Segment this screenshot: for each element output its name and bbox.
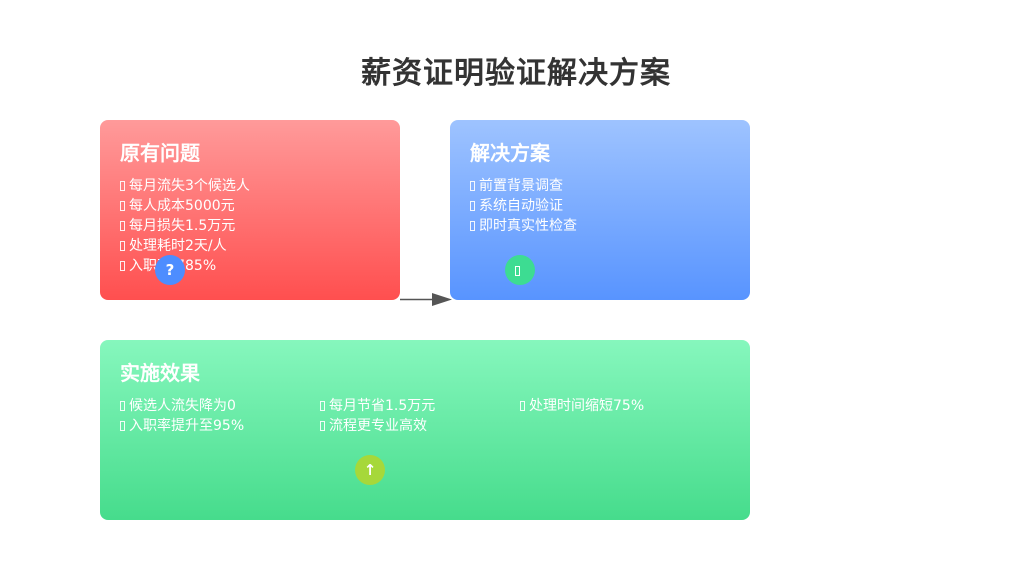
flow-arrow-icon xyxy=(400,293,452,306)
list-item-text: 前置背景调查 xyxy=(479,178,563,194)
list-item-text: 流程更专业高效 xyxy=(329,418,427,434)
list-item: 每月损失1.5万元 xyxy=(120,216,380,236)
effect-title: 实施效果 xyxy=(120,361,200,385)
list-item: 每月流失3个候选人 xyxy=(120,176,380,196)
bullet-icon xyxy=(470,201,475,211)
list-item-text: 每月损失1.5万元 xyxy=(129,218,236,234)
bullet-icon xyxy=(120,261,125,271)
problem-card: 原有问题 每月流失3个候选人 每人成本5000元 每月损失1.5万元 处理耗时2… xyxy=(100,120,400,300)
check-glyph-icon xyxy=(514,266,520,276)
bullet-icon xyxy=(120,221,125,231)
bullet-icon xyxy=(470,221,475,231)
list-item: 每人成本5000元 xyxy=(120,196,380,216)
effect-list: 候选人流失降为0 每月节省1.5万元 处理时间缩短75% 入职率提升至95% 流… xyxy=(120,396,730,436)
bullet-icon xyxy=(520,401,525,411)
list-item: 候选人流失降为0 xyxy=(120,396,320,416)
list-item-text: 处理时间缩短75% xyxy=(529,398,645,414)
list-item-text: 每月流失3个候选人 xyxy=(129,178,250,194)
bullet-icon xyxy=(120,181,125,191)
effect-card: 实施效果 候选人流失降为0 每月节省1.5万元 处理时间缩短75% 入职率提升至… xyxy=(100,340,750,520)
list-item: 处理耗时2天/人 xyxy=(120,236,380,256)
page-title: 薪资证明验证解决方案 xyxy=(361,56,671,91)
solution-title: 解决方案 xyxy=(470,141,550,165)
bullet-icon xyxy=(120,401,125,411)
list-item: 流程更专业高效 xyxy=(320,416,520,436)
list-item: 处理时间缩短75% xyxy=(520,396,720,416)
bullet-icon xyxy=(120,241,125,251)
bullet-icon xyxy=(320,421,325,431)
problem-title: 原有问题 xyxy=(120,141,200,165)
bullet-icon xyxy=(470,181,475,191)
list-item: 即时真实性检查 xyxy=(470,216,730,236)
list-item: 系统自动验证 xyxy=(470,196,730,216)
solution-card: 解决方案 前置背景调查 系统自动验证 即时真实性检查 xyxy=(450,120,750,300)
list-item-text: 每人成本5000元 xyxy=(129,198,235,214)
question-icon: ? xyxy=(155,255,185,285)
list-item: 前置背景调查 xyxy=(470,176,730,196)
check-icon xyxy=(505,255,535,285)
list-item: 每月节省1.5万元 xyxy=(320,396,520,416)
list-item-text: 候选人流失降为0 xyxy=(129,398,236,414)
bullet-icon xyxy=(120,201,125,211)
bullet-icon xyxy=(120,421,125,431)
solution-list: 前置背景调查 系统自动验证 即时真实性检查 xyxy=(470,176,730,236)
bullet-icon xyxy=(320,401,325,411)
list-item-text: 即时真实性检查 xyxy=(479,218,577,234)
up-arrow-icon: ↑ xyxy=(355,455,385,485)
list-item-text: 每月节省1.5万元 xyxy=(329,398,436,414)
list-item-text: 处理耗时2天/人 xyxy=(129,238,227,254)
list-item-text: 入职率提升至95% xyxy=(129,418,245,434)
list-item-text: 系统自动验证 xyxy=(479,198,563,214)
list-item: 入职率提升至95% xyxy=(120,416,320,436)
